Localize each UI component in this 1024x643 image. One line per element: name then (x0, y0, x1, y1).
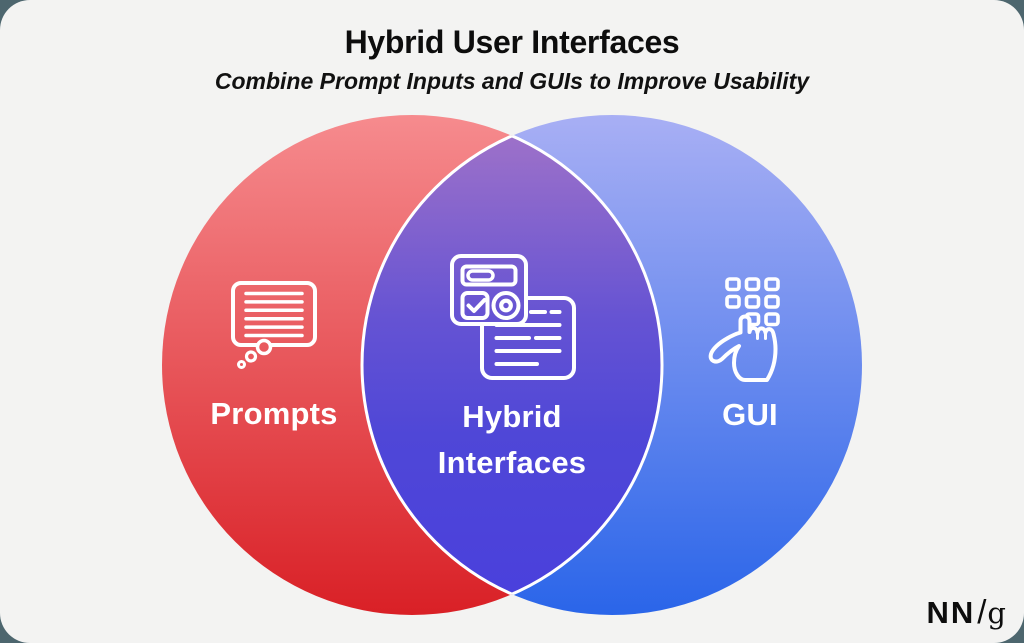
hand-pressing-keypad-icon (708, 277, 780, 382)
thought-bubble-prompt-icon (231, 281, 317, 369)
pressing-hand (708, 314, 778, 382)
widget-radio-inner (499, 298, 513, 313)
bubble-outline (231, 281, 317, 347)
keypad-key (725, 294, 741, 309)
right-circle-label: GUI (722, 397, 778, 432)
keypad-key (725, 277, 741, 292)
overlap-lens (360, 115, 662, 615)
bubble-text-lines (244, 291, 304, 338)
keypad-key (744, 277, 761, 292)
bubble-tail-dot-2 (244, 350, 258, 363)
nng-logo-g: g (987, 596, 1006, 630)
keypad-key (764, 294, 780, 309)
widget-radio-outer (491, 291, 521, 320)
checkmark (466, 298, 487, 313)
widget-checkbox (460, 291, 490, 320)
overlap-lens-outline (362, 115, 664, 615)
nng-logo-slash: / (977, 593, 987, 630)
overlap-label: Hybrid Interfaces (402, 394, 622, 486)
nng-logo: NN/g (926, 593, 1006, 631)
overlap-label-line1: Hybrid (462, 399, 562, 434)
knuckle-creases (756, 331, 767, 340)
keypad-key (764, 312, 780, 327)
page-title: Hybrid User Interfaces (344, 24, 680, 60)
bubble-tail-dot-3 (237, 360, 246, 369)
nng-logo-nn: NN (926, 595, 976, 630)
overlap-label-line2: Interfaces (437, 445, 587, 480)
form-controls-document-icon (450, 254, 576, 380)
bubble-tail-dot-1 (255, 338, 273, 356)
keypad-key (744, 294, 761, 309)
document-text-lines (494, 310, 562, 366)
widget-pill (466, 269, 495, 282)
keypad-key (764, 277, 780, 292)
left-circle-label: Prompts (210, 396, 338, 431)
page-subtitle: Combine Prompt Inputs and GUIs to Improv… (214, 68, 810, 94)
widget-field (460, 264, 518, 287)
